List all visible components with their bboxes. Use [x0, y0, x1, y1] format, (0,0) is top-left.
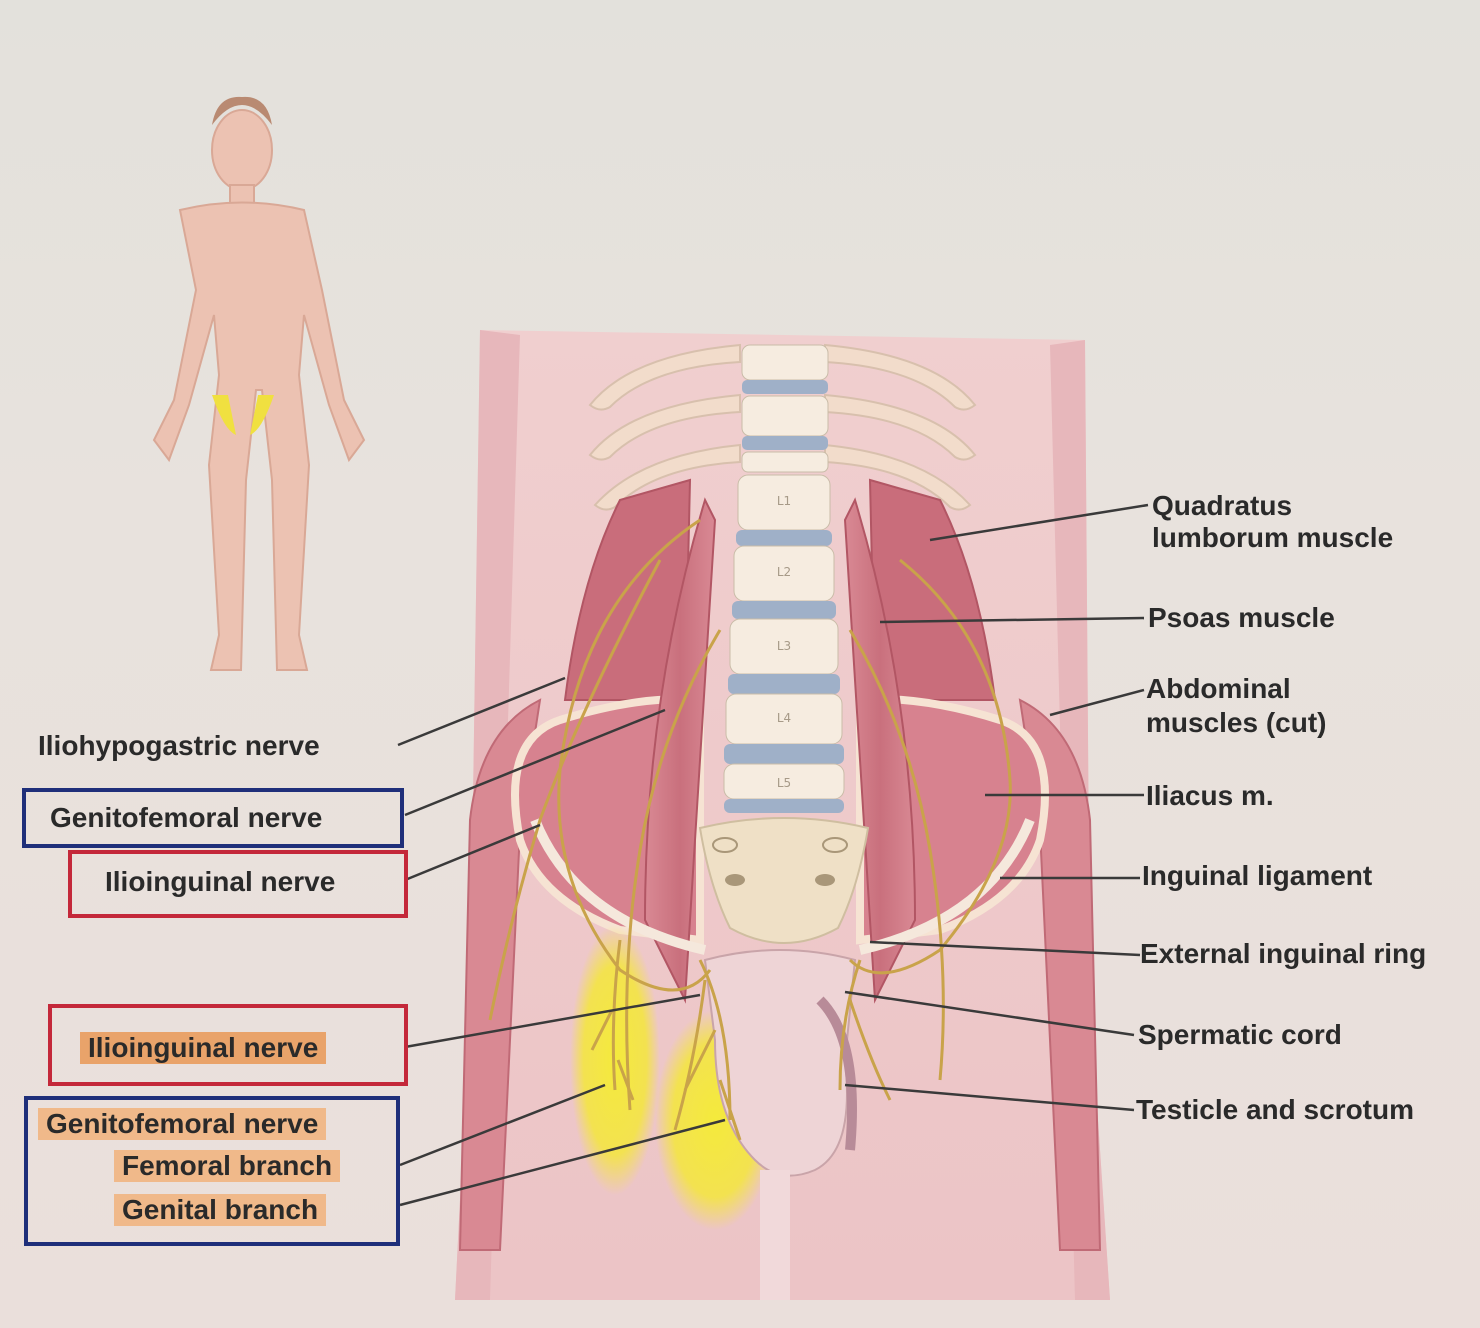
quadratus-label-line2: lumborum muscle [1152, 522, 1394, 553]
ilioinguinal-bottom-label: Ilioinguinal nerve [80, 1032, 327, 1064]
testicle-and-scrotum [703, 949, 857, 1300]
vertebra-l5: L5 [723, 763, 845, 800]
iliohypogastric-label: Iliohypogastric nerve [38, 730, 320, 761]
vertebra-label: L1 [777, 494, 791, 508]
vertebra-label: L3 [777, 639, 791, 653]
quadratus-label-line1: Quadratus [1152, 490, 1293, 521]
femoral-branch-label: Femoral branch [114, 1150, 341, 1182]
ribs [588, 343, 977, 511]
inguinal-ligament [530, 818, 1035, 955]
vertebra-label: L4 [777, 711, 791, 725]
vertebra-l2: L2 [733, 545, 835, 602]
ilioinguinal-bottom-box [48, 1004, 408, 1086]
vertebra-l4: L4 [725, 693, 843, 745]
abdominal-label-line2: muscles (cut) [1146, 707, 1327, 738]
genitofemoral-bottom-box [24, 1096, 400, 1246]
vertebra-label: L5 [777, 776, 791, 790]
nerves [488, 518, 1012, 1141]
sacrum [698, 817, 870, 944]
genitofemoral-top-label: Genitofemoral nerve [50, 802, 323, 833]
psoas [643, 497, 917, 1004]
vertebra-label: L2 [777, 565, 791, 579]
genitofemoral-top-box [22, 788, 404, 848]
testicle-label: Testicle and scrotum [1136, 1094, 1415, 1125]
leader-lines [397, 503, 1149, 1207]
inguinal-ligament-label: Inguinal ligament [1142, 860, 1373, 891]
body-figure [152, 96, 366, 671]
spermatic-cord-label: Spermatic cord [1138, 1019, 1342, 1050]
vertebra-l3: L3 [729, 618, 839, 675]
vertebral-column: L1 L2 L3 L4 L5 [723, 344, 845, 813]
ilioinguinal-top-box [68, 850, 408, 918]
external-inguinal-ring-label: External inguinal ring [1140, 938, 1427, 969]
abdominal-label-line1: Abdominal [1146, 673, 1291, 704]
psoas-label: Psoas muscle [1148, 602, 1335, 633]
genitofemoral-bottom-label: Genitofemoral nerve [38, 1108, 327, 1140]
iliacus-label: Iliacus m. [1146, 780, 1274, 811]
genital-branch-label: Genital branch [114, 1194, 327, 1226]
ilioinguinal-top-label: Ilioinguinal nerve [105, 866, 336, 897]
vertebra-l1: L1 [737, 474, 831, 531]
